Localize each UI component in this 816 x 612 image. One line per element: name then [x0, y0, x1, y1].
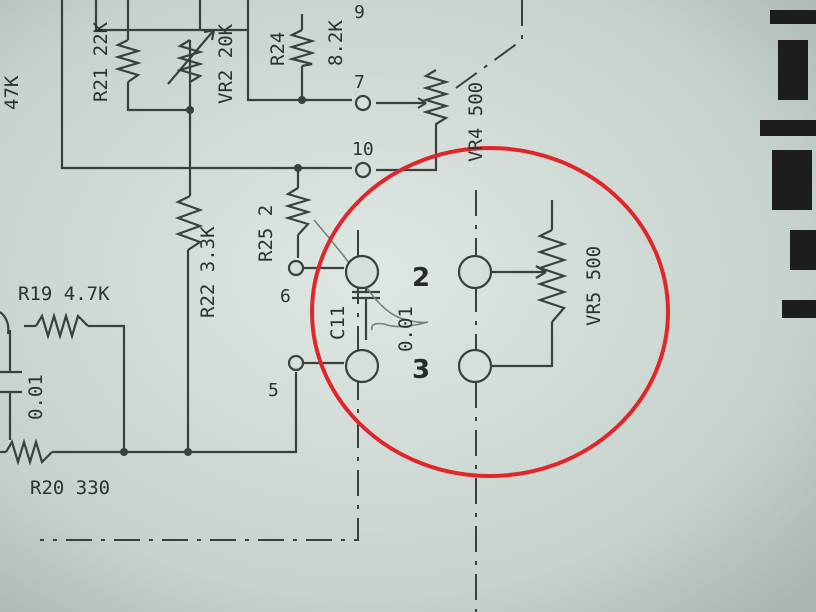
label-c11: C11	[327, 306, 349, 340]
label-cap-left-value: 0.01	[25, 374, 47, 420]
label-pin6: 6	[280, 286, 291, 307]
resistor-r20	[5, 438, 53, 466]
edge-print-block	[760, 10, 816, 318]
label-r21: R21 22K	[90, 21, 112, 102]
label-pin10: 10	[352, 139, 374, 160]
resistor-r22	[174, 195, 204, 251]
label-r24-value: 8.2K	[325, 20, 347, 66]
label-edge-value: 47K	[1, 75, 23, 110]
label-pin7: 7	[354, 72, 365, 93]
potentiometer-vr4	[410, 69, 450, 140]
resistor-r21	[114, 39, 142, 83]
capacitor-left	[0, 311, 22, 394]
contact-2-left-terminal	[344, 254, 380, 290]
terminals	[287, 94, 493, 384]
label-c11-value: 0.01	[395, 306, 417, 352]
label-r25: R25 2	[255, 205, 277, 262]
label-contact-3: 3	[412, 355, 430, 385]
wires	[0, 0, 554, 454]
potentiometer-vr2	[167, 28, 216, 85]
label-pin9: 9	[354, 2, 365, 23]
label-vr5: VR5 500	[583, 246, 605, 326]
labels: R21 22K VR2 20K R24 8.2K 9 7 VR4 500 10 …	[1, 2, 605, 499]
label-vr4: VR4 500	[465, 82, 487, 162]
label-r24: R24	[267, 32, 289, 66]
resistor-r24	[287, 29, 316, 68]
potentiometer-vr5	[528, 229, 568, 323]
highlight-circle	[310, 146, 670, 478]
contact-3-right-terminal	[457, 348, 493, 384]
label-contact-2: 2	[412, 263, 430, 293]
resistor-r25	[284, 187, 312, 236]
junction-dots	[120, 96, 306, 456]
contact-2-right-terminal	[457, 254, 493, 290]
label-vr2: VR2 20K	[215, 23, 237, 104]
contact-3-left-terminal	[344, 348, 380, 384]
label-r20: R20 330	[30, 477, 110, 499]
label-pin5: 5	[268, 380, 279, 401]
label-r22: R22 3.3K	[197, 226, 219, 318]
label-r19: R19 4.7K	[18, 283, 110, 305]
resistor-r19	[35, 312, 89, 340]
